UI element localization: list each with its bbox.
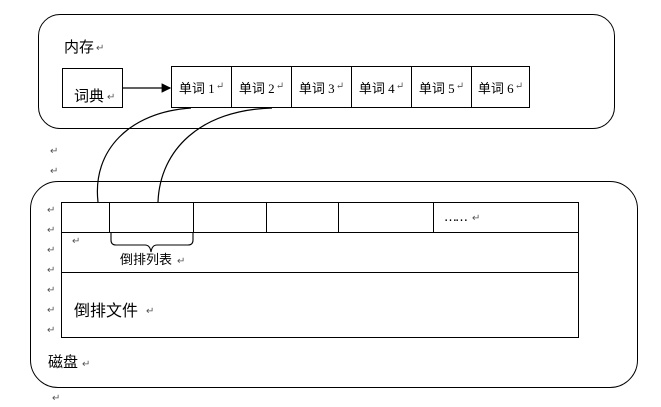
inverted-file-label: 倒排文件 (74, 301, 139, 320)
paragraph-mark-icon: ↵ (47, 325, 56, 336)
paragraph-mark-icon: ↵ (47, 205, 56, 216)
paragraph-mark-icon: ↵ (52, 393, 61, 404)
dictionary-label: 词典 (74, 87, 105, 105)
paragraph-mark-icon: ↵ (47, 245, 56, 256)
word-cell-2: 单词 2 ↵ (232, 67, 292, 107)
ellipsis-label: …… (444, 210, 468, 225)
paragraph-mark-icon: ↵ (215, 81, 225, 92)
paragraph-mark-icon: ↵ (177, 256, 186, 267)
paragraph-mark-icon: ↵ (395, 81, 405, 92)
word-label-5: 单词 5 (418, 80, 455, 96)
paragraph-mark-icon: ↵ (472, 213, 481, 224)
paragraph-mark-icon: ↵ (275, 81, 285, 92)
paragraph-mark-icon: ↵ (96, 43, 105, 54)
word-cell-1: 单词 1 ↵ (172, 67, 232, 107)
paragraph-mark-icon: ↵ (47, 225, 56, 236)
paragraph-mark-icon: ↵ (47, 305, 56, 316)
word-table: 单词 1 ↵ 单词 2 ↵ 单词 3 ↵ 单词 4 ↵ 单词 5 ↵ 单词 6 … (171, 66, 530, 108)
paragraph-mark-icon: ↵ (50, 166, 59, 177)
paragraph-mark-icon: ↵ (107, 92, 116, 103)
word-cell-3: 单词 3 ↵ (292, 67, 352, 107)
paragraph-mark-icon: ↵ (47, 265, 56, 276)
posting-cell-3 (194, 203, 267, 233)
posting-cell-2 (110, 203, 194, 233)
posting-cell-ellipsis: …… ↵ (434, 203, 578, 233)
paragraph-mark-icon: ↵ (146, 306, 155, 317)
word-label-3: 单词 3 (298, 80, 335, 96)
word-cell-6: 单词 6 ↵ (472, 67, 529, 107)
paragraph-mark-icon: ↵ (50, 146, 59, 157)
inverted-list-row: ↵ 倒排列表 ↵ (62, 233, 578, 273)
paragraph-mark-icon: ↵ (47, 285, 56, 296)
word-label-4: 单词 4 (358, 80, 395, 96)
word-label-1: 单词 1 (178, 80, 215, 96)
dictionary-box: 词典 ↵ (62, 68, 123, 108)
paragraph-mark-icon: ↵ (82, 359, 91, 370)
inverted-file-top-row: …… ↵ (62, 203, 578, 233)
posting-cell-1 (62, 203, 110, 233)
inverted-file-table: …… ↵ ↵ 倒排列表 ↵ 倒排文件 ↵ (61, 202, 579, 338)
word-label-6: 单词 6 (477, 80, 514, 96)
paragraph-mark-icon: ↵ (455, 81, 465, 92)
word-cell-5: 单词 5 ↵ (412, 67, 472, 107)
memory-title: 内存 (64, 38, 95, 56)
disk-region (30, 181, 638, 388)
inverted-list-label: 倒排列表 (120, 253, 173, 268)
paragraph-mark-icon: ↵ (72, 236, 81, 247)
paragraph-mark-icon: ↵ (514, 81, 524, 92)
word-label-2: 单词 2 (238, 80, 275, 96)
posting-cell-5 (339, 203, 434, 233)
disk-title: 磁盘 (48, 353, 79, 371)
memory-region (38, 14, 615, 129)
posting-cell-4 (267, 203, 339, 233)
word-cell-4: 单词 4 ↵ (352, 67, 412, 107)
paragraph-mark-icon: ↵ (335, 81, 345, 92)
